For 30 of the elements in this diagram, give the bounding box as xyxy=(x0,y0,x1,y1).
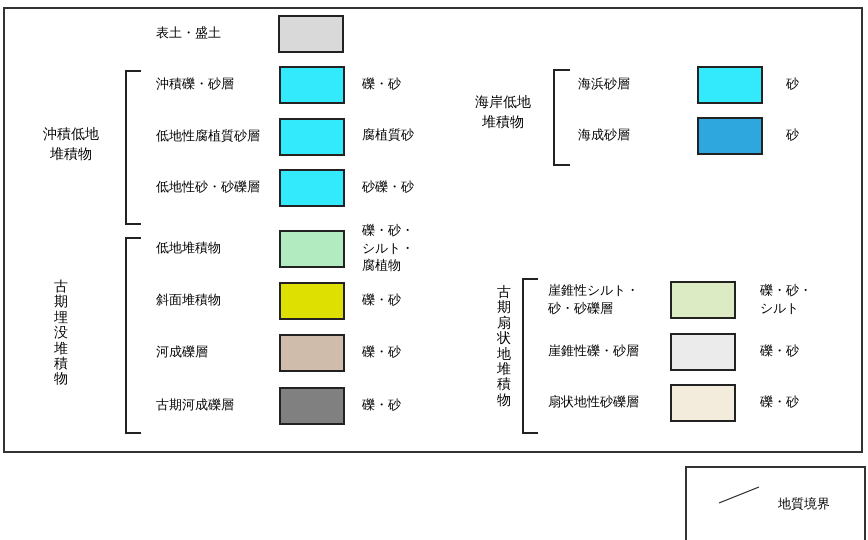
legend-label: 古期河成礫層 xyxy=(156,397,235,415)
legend-label: 表土・盛土 xyxy=(156,25,222,43)
group-heading: 古期扇状地堆積物 xyxy=(497,285,511,409)
description-text: 礫・砂 xyxy=(760,394,800,412)
description-text: 礫・砂・シルト・腐植物 xyxy=(362,222,415,276)
legend-label: 崖錐性礫・砂層 xyxy=(548,343,640,361)
description-text: 礫・砂 xyxy=(760,343,800,361)
legend-label: 低地堆積物 xyxy=(156,240,222,258)
description-text: 礫・砂 xyxy=(362,344,402,362)
legend-label: 河成礫層 xyxy=(156,344,209,362)
description-text: 腐植質砂 xyxy=(362,127,415,145)
description-text: 砂 xyxy=(786,76,800,94)
description-text: 礫・砂 xyxy=(362,76,402,94)
legend-label: 地質境界 xyxy=(778,496,831,514)
description-text: 砂 xyxy=(786,127,800,145)
legend-label: 沖積礫・砂層 xyxy=(156,76,235,94)
group-heading: 沖積低地堆積物 xyxy=(42,126,100,165)
legend-label: 崖錐性シルト・砂・砂礫層 xyxy=(548,282,640,318)
legend-label: 斜面堆積物 xyxy=(156,292,222,310)
group-heading: 古期埋没堆積物 xyxy=(54,280,68,388)
legend-label: 海成砂層 xyxy=(578,127,631,145)
legend-label: 低地性砂・砂礫層 xyxy=(156,179,261,197)
description-text: 礫・砂・シルト xyxy=(760,282,813,318)
legend-label: 低地性腐植質砂層 xyxy=(156,128,261,146)
description-text: 礫・砂 xyxy=(362,397,402,415)
legend-label: 海浜砂層 xyxy=(578,76,631,94)
group-heading: 海岸低地堆積物 xyxy=(474,94,532,133)
legend-label: 扇状地性砂礫層 xyxy=(548,394,640,412)
description-text: 砂礫・砂 xyxy=(362,179,415,197)
description-text: 礫・砂 xyxy=(362,292,402,310)
